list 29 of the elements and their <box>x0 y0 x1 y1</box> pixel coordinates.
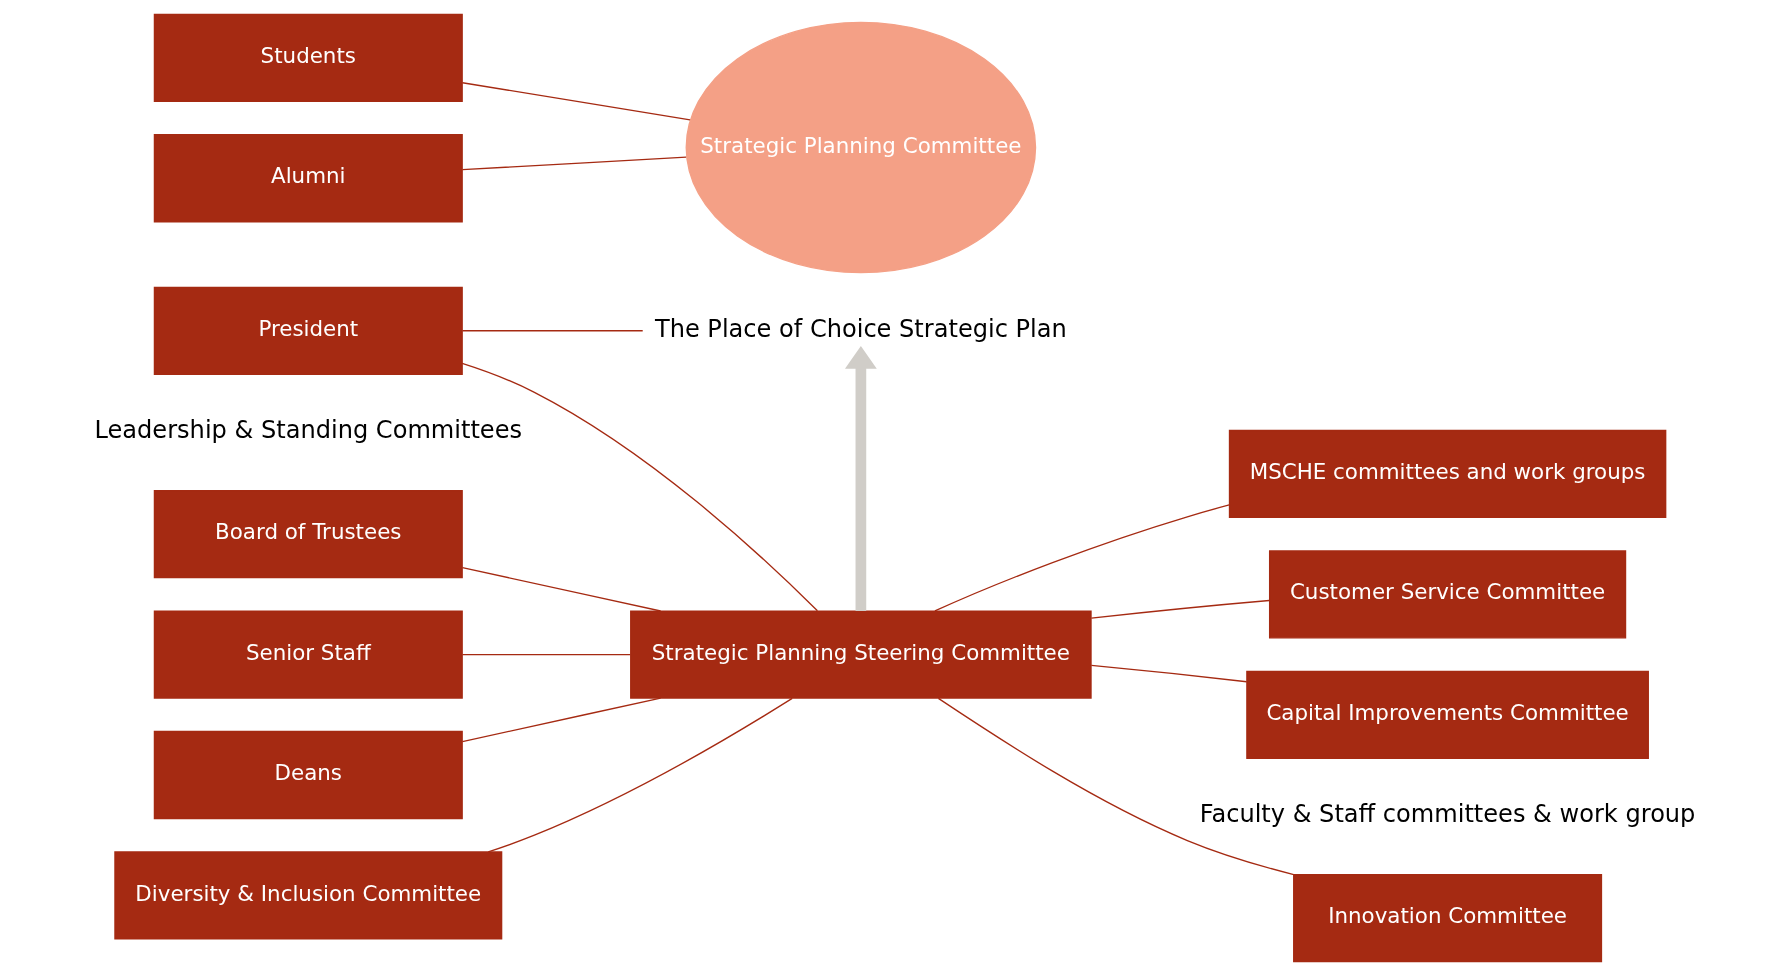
connector <box>461 362 818 611</box>
connector <box>1090 599 1270 619</box>
node-box: Capital Improvements Committee <box>1245 670 1649 759</box>
connector <box>461 653 631 655</box>
node-text: The Place of Choice Strategic Plan <box>654 314 1067 343</box>
arrow <box>844 345 877 611</box>
node-box: Innovation Committee <box>1292 873 1602 962</box>
connector <box>461 696 661 742</box>
node-box: Board of Trustees <box>153 489 463 578</box>
node-box: MSCHE committees and work groups <box>1228 429 1666 518</box>
connector <box>461 566 661 612</box>
node-box: President <box>153 286 463 375</box>
node-box: Alumni <box>153 133 463 222</box>
label: Leadership & Standing Committees <box>94 415 522 444</box>
connector <box>937 697 1294 875</box>
connector <box>487 697 793 853</box>
connector <box>461 329 643 331</box>
node-box: Diversity & Inclusion Committee <box>113 850 502 940</box>
node-box: Senior Staff <box>153 609 463 699</box>
node-box: Strategic Planning Steering Committee <box>629 609 1092 699</box>
label: Faculty & Staff committees & work group <box>1199 799 1695 828</box>
connector <box>1090 664 1247 682</box>
node-box: Deans <box>153 730 463 819</box>
node-box: Students <box>153 13 463 102</box>
node-ellipse: Strategic Planning Committee <box>685 21 1036 273</box>
connector <box>461 156 687 170</box>
node-box: Customer Service Committee <box>1268 549 1626 638</box>
connector <box>461 81 691 120</box>
connector <box>933 503 1230 612</box>
